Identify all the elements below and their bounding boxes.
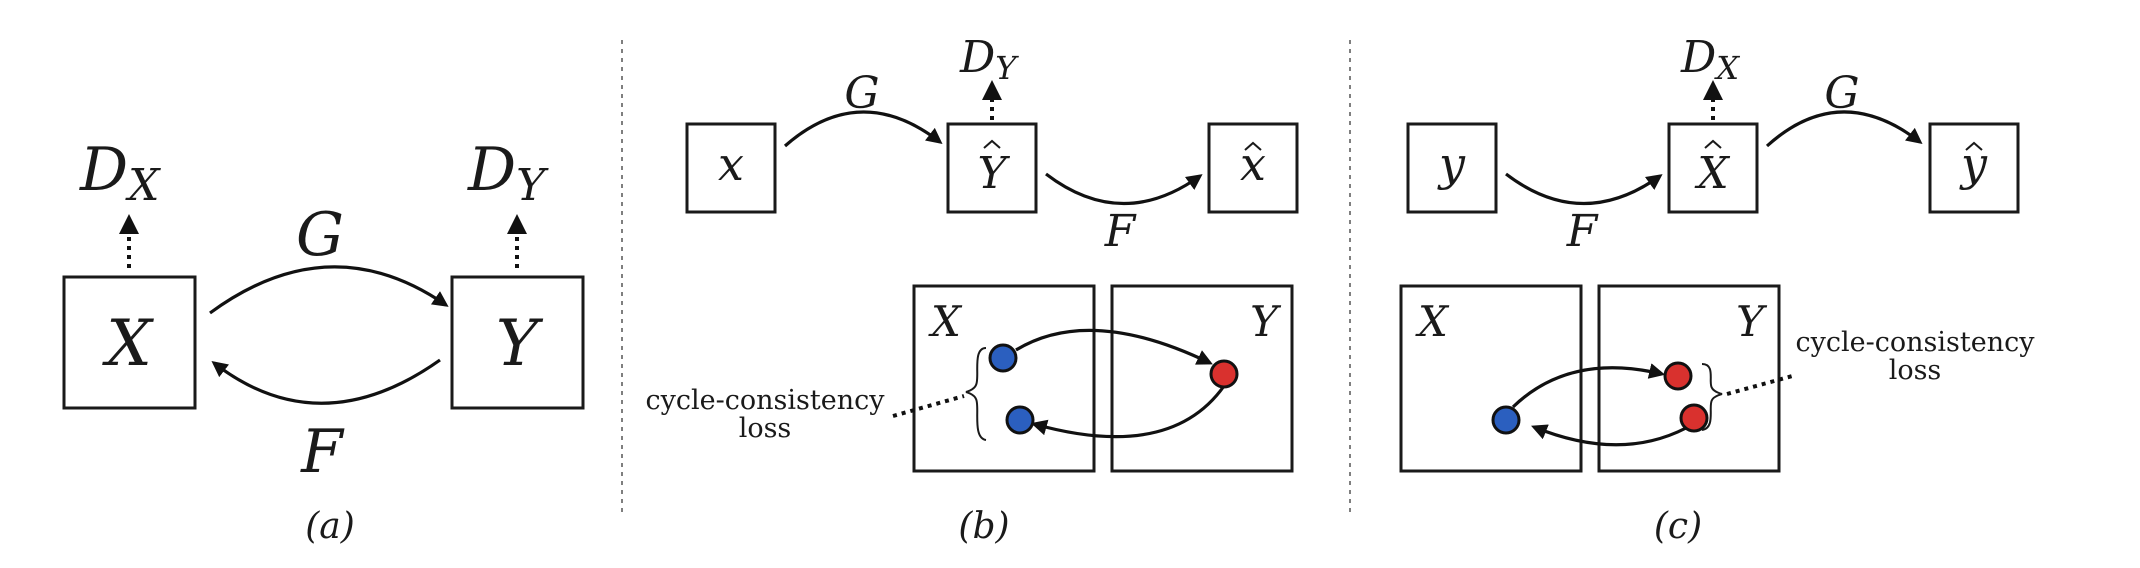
- forward-map-arrow-b: [1015, 328, 1213, 365]
- domain-x-label-b: X: [928, 297, 963, 346]
- panel-c: y X y DX F G X Y cycle-consiste: [1399, 32, 2036, 547]
- disc-x-label: DX: [79, 135, 161, 211]
- g-arrow-b: [783, 110, 943, 148]
- point-x-b: [988, 343, 1018, 373]
- caption-c: (c): [1654, 506, 1702, 547]
- box-y: [450, 275, 585, 410]
- loss-label-line2-c: loss: [1889, 355, 1942, 386]
- box-input-y-label: y: [1437, 137, 1466, 191]
- disc-y-label-b: DY: [959, 32, 1019, 87]
- g-label: G: [296, 200, 344, 270]
- f-arrow-b: [1045, 172, 1203, 206]
- x-hat-accent-c: [1704, 139, 1722, 149]
- loss-pointer-b: [892, 394, 965, 418]
- caption-b: (b): [958, 506, 1009, 547]
- loss-label-line1-b: cycle-consistency: [646, 385, 886, 416]
- f-label-b: F: [1104, 206, 1137, 257]
- point-x-c: [1663, 361, 1693, 391]
- backward-map-arrow-b: [1030, 385, 1226, 439]
- panel-b: x Y x DY G F X Y cycle-consiste: [646, 32, 1299, 547]
- curly-brace-b: [965, 347, 987, 441]
- point-y-b: [1209, 359, 1239, 389]
- point-y-c: [1491, 405, 1521, 435]
- point-x-reconstructed-b: [1005, 405, 1035, 435]
- g-label-b: G: [844, 68, 879, 119]
- loss-label-line1-c: cycle-consistency: [1796, 327, 2036, 358]
- box-x: [62, 275, 197, 410]
- box-y-label: Y: [496, 307, 544, 381]
- g-label-c: G: [1824, 68, 1859, 119]
- domain-x-box-c: [1399, 284, 1583, 473]
- box-y-hat-label: Y: [977, 148, 1010, 199]
- f-label-c: F: [1566, 206, 1599, 257]
- loss-label-line2-b: loss: [739, 413, 792, 444]
- box-x-hat-label: x: [1240, 137, 1266, 191]
- box-x-label: X: [101, 307, 154, 381]
- loss-pointer-c: [1726, 373, 1797, 396]
- g-arrow-c: [1765, 110, 1923, 148]
- box-x-hat-c: [1667, 122, 1759, 214]
- f-label: F: [300, 417, 345, 487]
- box-input-x-label: x: [718, 137, 744, 191]
- forward-map-arrow-c: [1511, 363, 1666, 409]
- domain-y-box-b: [1110, 284, 1294, 473]
- caption-a: (a): [305, 506, 355, 547]
- f-arrow-c: [1505, 172, 1663, 206]
- box-y-hat: [946, 122, 1038, 214]
- domain-x-box-b: [912, 284, 1096, 473]
- domain-y-label-c: Y: [1736, 297, 1768, 346]
- curly-brace-c: [1701, 363, 1723, 431]
- f-arrow: [211, 358, 441, 405]
- box-input-y: [1406, 122, 1498, 214]
- disc-x-label-c: DX: [1680, 32, 1740, 87]
- disc-y-label: DY: [467, 135, 549, 211]
- panel-a: X Y DX DY G F (a): [62, 135, 585, 547]
- x-hat-accent: [1244, 141, 1262, 151]
- box-y-hat-c: [1928, 122, 2020, 214]
- box-input-x: [685, 122, 777, 214]
- y-hat-accent: [983, 139, 1001, 149]
- domain-y-label-b: Y: [1250, 297, 1282, 346]
- y-hat-accent-c: [1965, 141, 1983, 151]
- backward-map-arrow-c: [1531, 424, 1687, 447]
- box-y-hat-c-label: y: [1959, 137, 1988, 191]
- box-x-hat: [1207, 122, 1299, 214]
- box-x-hat-c-label: X: [1694, 148, 1730, 199]
- point-y-reconstructed-c: [1679, 403, 1709, 433]
- g-arrow: [209, 265, 449, 315]
- domain-x-label-c: X: [1415, 297, 1450, 346]
